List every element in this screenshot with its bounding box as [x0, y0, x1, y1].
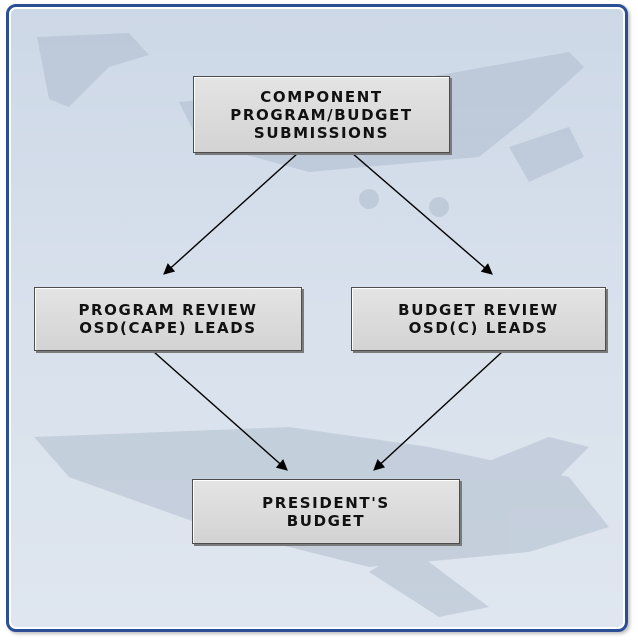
node-label-line: OSD(CAPE) LEADS [79, 319, 257, 337]
edge-program-review-to-presidents-budget [153, 351, 288, 471]
node-label-line: SUBMISSIONS [253, 123, 390, 142]
edge-component-to-program-review [163, 152, 299, 275]
node-presidents-budget: PRESIDENT'S BUDGET [192, 479, 460, 544]
node-budget-review: BUDGET REVIEW OSD(C) LEADS [351, 287, 606, 351]
node-label-line: BUDGET REVIEW [398, 301, 559, 319]
node-label-line: PROGRAM REVIEW [78, 301, 258, 319]
diagram-frame: COMPONENT PROGRAM/BUDGET SUBMISSIONS PRO… [6, 4, 628, 632]
node-component-submissions: COMPONENT PROGRAM/BUDGET SUBMISSIONS [193, 76, 450, 153]
node-label-line: BUDGET [286, 511, 366, 530]
arrows-layer [153, 152, 503, 471]
node-program-review: PROGRAM REVIEW OSD(CAPE) LEADS [34, 287, 302, 351]
node-label-line: COMPONENT [260, 87, 383, 106]
edge-component-to-budget-review [351, 152, 493, 275]
node-label-line: PROGRAM/BUDGET [230, 105, 413, 124]
node-label-line: OSD(C) LEADS [408, 319, 549, 337]
node-label-line: PRESIDENT'S [262, 493, 390, 512]
edge-budget-review-to-presidents-budget [373, 351, 503, 471]
